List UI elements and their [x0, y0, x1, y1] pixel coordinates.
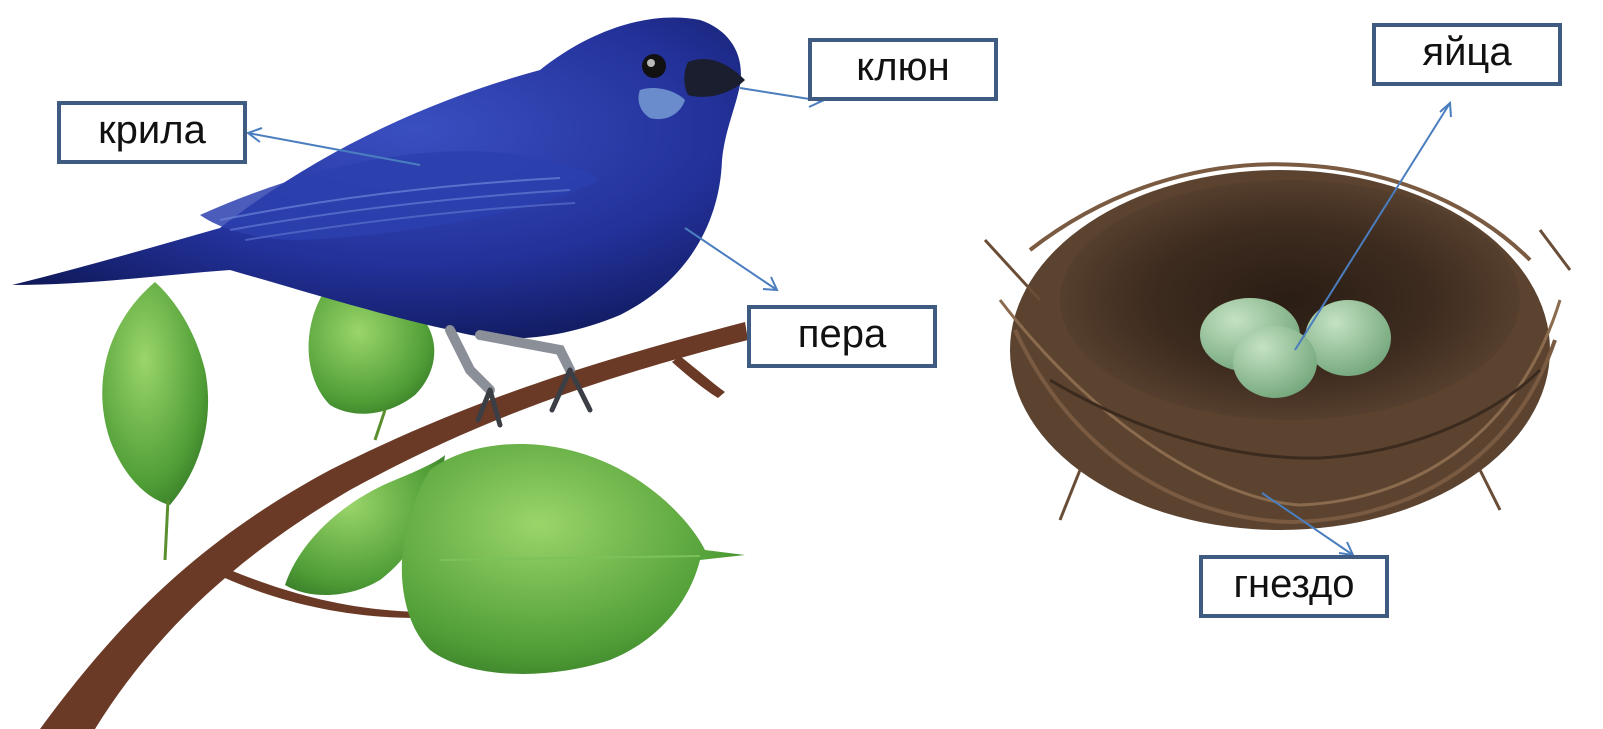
label-beak: клюн [808, 38, 998, 101]
label-beak-text: клюн [856, 45, 949, 90]
label-eggs-text: яйца [1422, 30, 1511, 75]
pointer-feathers [685, 228, 777, 290]
label-feathers: пера [747, 305, 937, 368]
label-eggs: яйца [1372, 23, 1562, 86]
label-wings: крила [57, 101, 247, 164]
bird [12, 17, 745, 338]
label-nest: гнездо [1199, 555, 1389, 618]
label-feathers-text: пера [798, 312, 886, 357]
label-wings-text: крила [98, 108, 206, 153]
leaves [102, 282, 745, 674]
label-nest-text: гнездо [1233, 562, 1354, 607]
